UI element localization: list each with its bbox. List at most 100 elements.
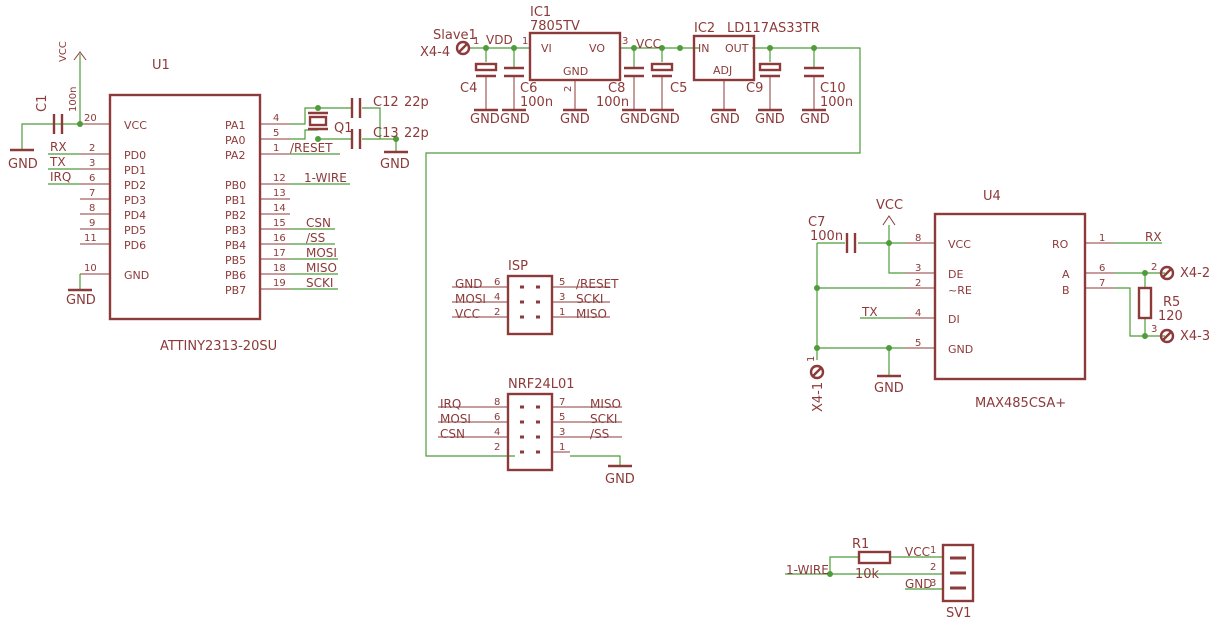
u1-pin-num-2: 2 [89,143,95,154]
c9-capacitor[interactable]: C9 [746,62,782,110]
u4-pin-label-gnd: GND [948,343,973,356]
ground-icon-crystal: GND [380,150,410,172]
c4-name: C4 [460,81,477,96]
c7-value: 100n [810,229,843,244]
gnd-label-c9: GND [755,112,785,127]
u1-pin-num-8: 8 [89,203,95,214]
nrf-net-mosi: MOSI [440,412,471,426]
ic1-pin-vo: VO [589,42,605,55]
c1-value: 100n [68,87,79,112]
slave1-connector[interactable]: Slave1 1 X4-4 [420,28,479,60]
u4-pin-num-5: 5 [915,338,921,349]
net-label-csn: CSN [306,216,331,230]
u1-pin-num-17: 17 [273,248,286,259]
u1-pin-label-pb7: PB7 [225,284,246,297]
gnd-label-ic1: GND [560,112,590,127]
ic1-regulator[interactable]: IC1 7805TV VI VO GND 1 3 2 [522,5,628,110]
ground-icon-c9: GND [755,108,785,127]
r1-resistor[interactable]: R1 10k [852,537,892,582]
ic1-pin-num-2: 2 [563,86,574,92]
isp-header[interactable]: ISP 6 4 2 5 3 1 GND MOSI VCC /RESET SCKI… [452,259,619,336]
u1-pin-num-11: 11 [84,233,97,244]
c7-capacitor[interactable]: C7 100n [808,215,857,253]
gnd-label-c8: GND [620,112,650,127]
net-label-mosi: MOSI [306,246,337,260]
isp-pin-3: 3 [559,292,565,303]
u1-pin-label-pb6: PB6 [225,269,246,282]
net-label-rx: RX [50,140,67,154]
nrf-net-csn: CSN [440,427,465,441]
isp-net-mosi: MOSI [455,292,486,306]
isp-pin-4: 4 [494,292,500,303]
ground-icon-c6: GND [500,108,530,127]
net-label-tx: TX [49,155,66,169]
slave1-name: Slave1 [433,28,477,43]
x4-3-label: X4-3 [1180,329,1210,344]
x4-1-pin: 1 [806,356,817,362]
sv1-net-1wire: 1-WIRE [786,563,829,577]
r5-resistor[interactable]: R5 120 [1137,286,1183,324]
nrf24l01-header[interactable]: NRF24L01 8 6 4 2 7 5 3 1 IRQ MOSI CSN MI… [438,377,622,472]
u1-microcontroller[interactable]: U1 ATTINY2313-20SU 20 2 3 6 7 8 9 11 10 … [80,58,290,354]
u1-pin-num-14: 14 [273,203,286,214]
c8-capacitor[interactable]: C8 100n [596,66,644,110]
x4-2-pin: 2 [1151,262,1157,273]
sv1-pin-1: 1 [930,545,936,556]
net-label-reset: /RESET [290,141,333,155]
ground-icon-ic2: GND [710,108,740,127]
ic2-pin-in: IN [698,42,709,55]
nrf-pin-5: 5 [559,412,565,423]
u4-pin-label-de: DE [948,268,963,281]
gnd-label-u4: GND [874,381,904,396]
u1-pin-label-pb2: PB2 [225,209,246,222]
r5-name: R5 [1163,295,1180,310]
u4-pin-num-1: 1 [1099,233,1105,244]
c10-capacitor[interactable]: C10 100n [804,66,853,110]
ic1-name: IC1 [530,5,551,20]
isp-net-scki: SCKI [576,292,603,306]
isp-net-gnd: GND [455,277,483,291]
u4-pin-label-vcc: VCC [948,238,971,251]
u1-pin-label-pd1: PD1 [124,164,146,177]
isp-net-vcc: VCC [455,307,480,321]
net-label-scki: SCKI [306,276,333,290]
sv1-connector[interactable]: SV1 1 2 3 [930,543,975,621]
u1-pin-num-16: 16 [273,233,286,244]
c5-capacitor[interactable]: C5 [650,62,687,110]
u1-pin-num-19: 19 [273,278,286,289]
ic2-regulator[interactable]: IC2 LD117AS33TR IN OUT ADJ [692,21,820,110]
u1-pin-label-pd2: PD2 [124,179,146,192]
ic2-value: LD117AS33TR [727,21,820,36]
c1-capacitor[interactable]: C1 100n [35,87,79,134]
ic1-pin-gnd: GND [563,65,588,78]
u1-pin-num-1: 1 [273,143,279,154]
c4-capacitor[interactable]: C4 [460,62,498,110]
c12-capacitor[interactable]: C12 22p [350,95,429,118]
net-label-vdd: VDD [486,33,513,47]
ground-icon-ic1: GND [560,108,590,127]
u4-pin-label-a: A [1062,268,1070,281]
u1-pin-label-pa0: PA0 [225,134,245,147]
isp-pin-1: 1 [559,307,565,318]
u1-pin-num-10: 10 [84,263,97,274]
x4-1-terminal[interactable]: 1 X4-1 [806,356,826,412]
c6-capacitor[interactable]: C6 100n [504,66,553,110]
gnd-label-c10: GND [800,112,830,127]
u1-pin-label-pd5: PD5 [124,224,146,237]
q1-crystal[interactable]: Q1 [308,111,353,136]
c6-name: C6 [520,81,537,96]
nrf-pin-7: 7 [559,397,565,408]
c12-name: C12 [373,95,399,110]
u4-pin-num-3: 3 [915,263,921,274]
x4-2-terminal[interactable]: 2 X4-2 [1151,262,1210,281]
ground-icon-c1: GND [8,148,38,172]
vcc-arrow-icon: VCC [876,198,903,226]
u4-transceiver[interactable]: U4 MAX485CSA+ 8 3 2 4 5 1 6 7 VCC DE ~RE… [905,189,1115,411]
isp-name: ISP [508,259,528,274]
u1-pin-label-pb0: PB0 [225,179,246,192]
net-label-miso: MISO [306,261,337,275]
net-label-vcc-reg: VCC [636,37,661,51]
ground-icon-u4: GND [874,374,904,396]
x4-3-terminal[interactable]: 3 X4-3 [1151,324,1210,344]
c13-capacitor[interactable]: C13 22p [350,126,429,149]
